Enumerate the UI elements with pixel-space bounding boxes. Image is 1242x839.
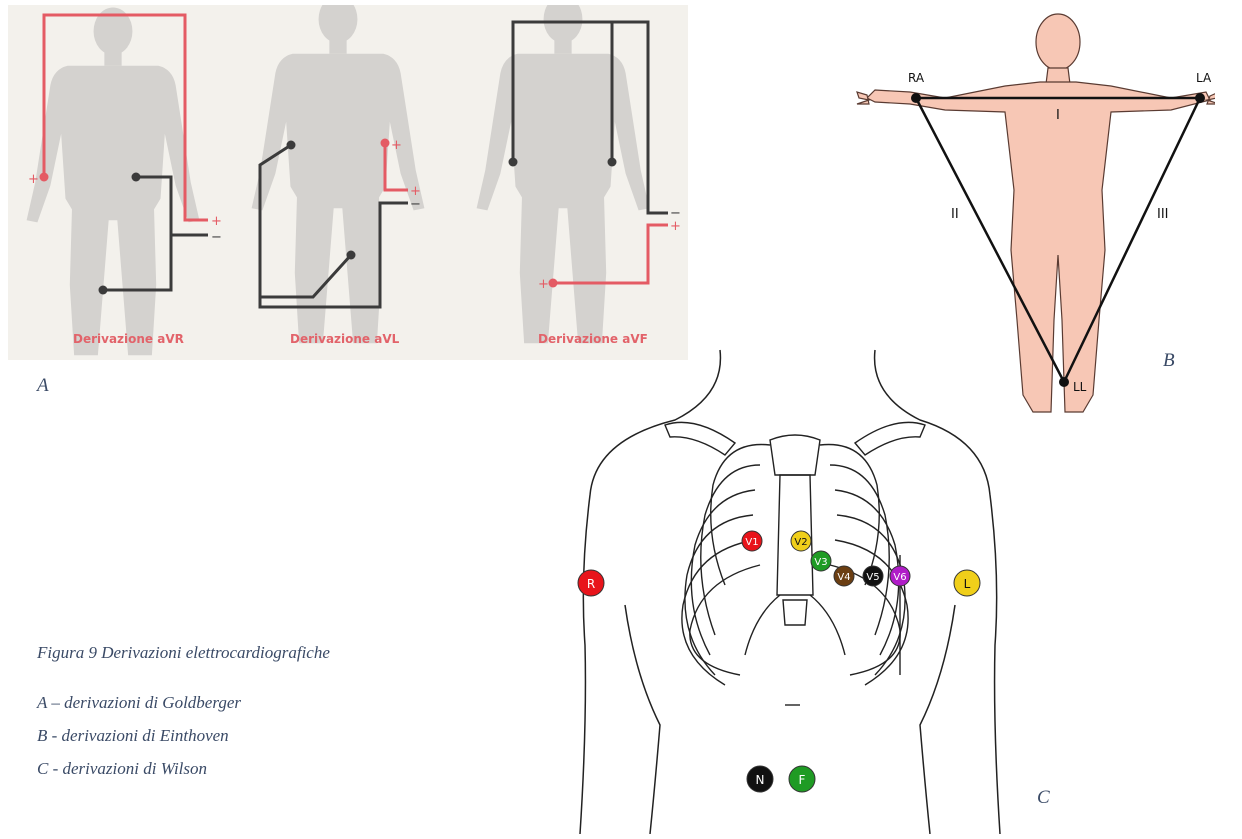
electrode-n: N (747, 766, 773, 792)
avf-figure: + − + Derivazione aVF (477, 5, 681, 346)
avl-caption: Derivazione aVL (290, 332, 400, 346)
avr-caption: Derivazione aVR (73, 332, 184, 346)
la-node (1195, 93, 1205, 103)
avf-right-arm-electrode (509, 158, 518, 167)
avr-output-minus: − (211, 230, 222, 245)
wilson-panel: R L V1 V2 V3 V4 V5 V6 (555, 345, 1025, 839)
rib-cage (665, 422, 925, 705)
wilson-figure: R L V1 V2 V3 V4 V5 V6 (555, 345, 1025, 834)
avl-output-minus: − (410, 197, 421, 212)
avr-plus-sign: + (28, 172, 39, 187)
electrode-f: F (789, 766, 815, 792)
avf-plus-sign: + (538, 277, 549, 292)
lead-i-label: I (1056, 108, 1060, 123)
caption-item-c: C - derivazioni di Wilson (37, 759, 397, 779)
electrode-v5-label: V5 (866, 572, 879, 583)
avl-left-leg-electrode (347, 251, 356, 260)
electrode-v5: V5 (863, 566, 883, 586)
electrode-r: R (578, 570, 604, 596)
electrode-v4-label: V4 (837, 572, 850, 583)
avl-left-arm-electrode (381, 139, 390, 148)
avf-caption: Derivazione aVF (538, 332, 648, 346)
avl-plus-sign: + (391, 138, 402, 153)
ra-node (911, 93, 921, 103)
avl-figure: + + − Derivazione aVL (252, 5, 425, 346)
body-silhouette-3 (477, 5, 650, 343)
ll-label: LL (1073, 380, 1087, 394)
lead-iii-label: III (1157, 207, 1169, 222)
avf-output-plus: + (670, 219, 681, 234)
electrode-v3: V3 (811, 551, 831, 571)
goldberger-panel: + + − Derivazione aVR + + − Derivazione … (8, 5, 688, 360)
avr-output-plus: + (211, 214, 222, 229)
avr-left-leg-electrode (99, 286, 108, 295)
goldberger-figure: + + − Derivazione aVR + + − Derivazione … (8, 5, 688, 360)
lead-ii-label: II (951, 207, 959, 222)
electrode-l: L (954, 570, 980, 596)
electrode-v6: V6 (890, 566, 910, 586)
electrode-r-label: R (587, 577, 595, 591)
electrode-v3-label: V3 (814, 557, 827, 568)
avl-right-arm-electrode (287, 141, 296, 150)
panel-label-b: B (1163, 350, 1175, 372)
avr-figure: + + − Derivazione aVR (27, 7, 222, 355)
la-label: LA (1196, 71, 1212, 85)
figure-caption: Figura 9 Derivazioni elettrocardiografic… (37, 643, 397, 779)
electrode-v2: V2 (791, 531, 811, 551)
panel-label-c: C (1037, 787, 1050, 809)
panel-label-a: A (37, 375, 49, 397)
electrode-f-label: F (799, 773, 806, 787)
caption-item-b: B - derivazioni di Einthoven (37, 726, 397, 746)
electrode-v4: V4 (834, 566, 854, 586)
caption-title: Figura 9 Derivazioni elettrocardiografic… (37, 643, 397, 663)
avr-right-arm-electrode (40, 173, 49, 182)
torso-outline (580, 350, 1000, 834)
electrode-v1-label: V1 (745, 537, 758, 548)
body-silhouette-2 (252, 5, 425, 343)
electrode-l-label: L (964, 577, 971, 591)
avr-left-arm-electrode (132, 173, 141, 182)
ra-label: RA (908, 71, 925, 85)
caption-item-a: A – derivazioni di Goldberger (37, 693, 397, 713)
electrode-v6-label: V6 (893, 572, 906, 583)
body-silhouette-1 (27, 7, 200, 355)
ll-node (1059, 377, 1069, 387)
electrode-v1: V1 (742, 531, 762, 551)
electrode-v2-label: V2 (794, 537, 807, 548)
electrode-n-label: N (756, 773, 765, 787)
avf-left-leg-electrode (549, 279, 558, 288)
avf-left-arm-electrode (608, 158, 617, 167)
